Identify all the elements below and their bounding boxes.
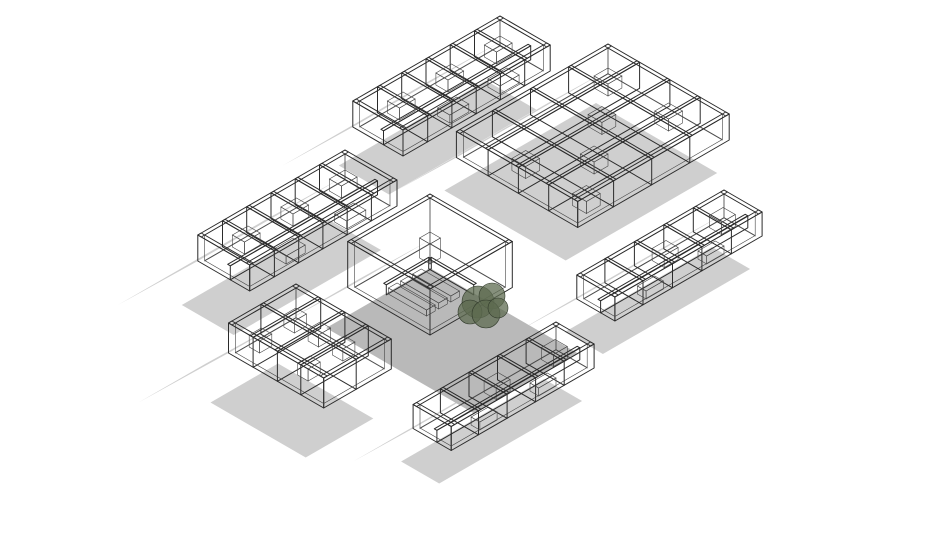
block-southeast-rooms-furniture-3-top: [636, 275, 665, 292]
block-southeast-rooms-shadow-cast: [516, 214, 724, 332]
block-northwest-rooms-furniture-4-top: [273, 237, 306, 257]
block-lab-cluster-floor: [462, 73, 723, 224]
block-northwest-rooms-furniture-3-top: [333, 202, 367, 222]
block-lab-cluster-rim-right: [573, 111, 730, 202]
block-south-rooms-rim-front: [412, 402, 456, 427]
block-central-hall-partition-1-top: [383, 256, 432, 286]
block-north-rooms: [352, 15, 551, 157]
block-northwest-rooms-floor: [204, 179, 391, 287]
block-central-hall-rim-right: [426, 239, 513, 290]
block-southeast-rooms-partition-0-face: [692, 207, 732, 255]
tree-canopy-4: [487, 297, 509, 319]
block-north-rooms-furniture-2-top: [386, 91, 416, 109]
block-south-rooms: [412, 321, 595, 451]
block-southwest-rooms-rim-right: [319, 336, 392, 379]
block-northwest-rooms-furniture-0-top: [328, 169, 358, 187]
block-north-rooms-shadow-cast: [282, 42, 500, 166]
block-northwest-rooms-furniture-0-front: [329, 178, 342, 199]
block-north-rooms-furniture-0-top: [483, 35, 513, 53]
block-north-rooms-floor: [359, 45, 544, 152]
block-northwest-rooms-shadow-cast: [117, 176, 345, 305]
block-north-rooms-furniture-1-top: [435, 63, 465, 81]
block-south-rooms-shadow: [401, 379, 583, 484]
block-central-hall: [347, 193, 513, 336]
block-southwest-rooms-furniture-1-top: [307, 321, 332, 336]
block-lab-cluster-furniture-2-top: [579, 145, 609, 163]
block-north-rooms-rim-back: [496, 15, 551, 48]
central-ground-pad: [326, 268, 578, 413]
block-southwest-rooms: [228, 283, 392, 409]
block-central-hall-furniture-0-top: [412, 268, 460, 297]
block-southwest-rooms-furniture-0-top: [283, 307, 307, 322]
block-south-rooms-rim-right: [447, 341, 595, 427]
block-northwest-rooms-partition-5-top: [227, 178, 378, 267]
block-north-rooms-partition-5-top: [380, 43, 532, 132]
block-southeast-rooms: [576, 189, 763, 322]
building-blocks: [197, 15, 763, 451]
block-lab-cluster: [455, 43, 730, 228]
block-southwest-rooms-shadow-cast: [138, 314, 296, 403]
block-southeast-rooms-rim-back: [720, 189, 763, 215]
block-lab-cluster-rim-back: [604, 43, 730, 117]
block-central-hall-furniture-2-top: [387, 282, 436, 311]
block-northwest-rooms-furniture-1-top: [280, 197, 310, 215]
block-lab-cluster-furniture-5-top: [654, 102, 684, 120]
block-north-rooms-rim-right: [399, 42, 551, 131]
tree-icon: [457, 282, 509, 329]
block-southeast-rooms-rim-right: [610, 209, 763, 298]
block-lab-cluster-furniture-0-top: [593, 67, 623, 85]
block-central-hall-shadow-cast: [277, 240, 430, 326]
block-central-hall-floor: [354, 243, 506, 331]
block-south-rooms-partition-4-top: [433, 345, 581, 431]
block-north-rooms-back-wall-inner: [499, 19, 544, 72]
block-south-rooms-furniture-2-top: [529, 372, 557, 389]
block-southeast-rooms-furniture-2-top: [697, 240, 725, 257]
block-lab-cluster-furniture-1-top: [587, 106, 617, 123]
block-southeast-rooms-furniture-0-top: [708, 207, 736, 223]
block-northwest-rooms-shadow: [181, 220, 381, 335]
block-southeast-rooms-partition-4-top: [597, 213, 749, 302]
block-south-rooms-furniture-3-top: [470, 406, 498, 423]
block-southwest-rooms-shadow: [210, 363, 374, 458]
block-central-hall-furniture-3-top: [418, 231, 442, 245]
block-southeast-rooms-shadow: [564, 247, 751, 354]
block-central-hall-furniture-1-top: [400, 275, 448, 304]
block-southwest-rooms-furniture-2-top: [331, 335, 356, 350]
block-north-rooms-shadow: [338, 80, 537, 195]
ground-plane: [326, 268, 578, 413]
block-northwest-rooms-furniture-1-front: [280, 206, 294, 227]
block-lab-cluster-furniture-4-top: [511, 150, 541, 167]
block-north-rooms-furniture-0-front: [484, 44, 497, 65]
block-north-rooms-furniture-3-top: [487, 67, 520, 87]
block-north-rooms-furniture-2-front: [387, 100, 400, 121]
block-north-rooms-partition-0-top: [474, 28, 528, 61]
block-southeast-rooms-furniture-1-top: [651, 240, 679, 256]
block-lab-cluster-shadow: [444, 103, 718, 261]
block-northwest-rooms: [197, 149, 398, 292]
block-south-rooms-furniture-0-top: [540, 339, 568, 355]
block-northwest-rooms-furniture-2-top: [231, 225, 261, 243]
block-northwest-rooms-rim-right: [245, 177, 398, 266]
block-south-rooms-furniture-1-top: [483, 372, 511, 388]
block-north-rooms-furniture-4-top: [436, 96, 470, 116]
block-north-rooms-furniture-1-front: [435, 72, 449, 93]
block-southeast-rooms-rim-front: [576, 272, 619, 298]
